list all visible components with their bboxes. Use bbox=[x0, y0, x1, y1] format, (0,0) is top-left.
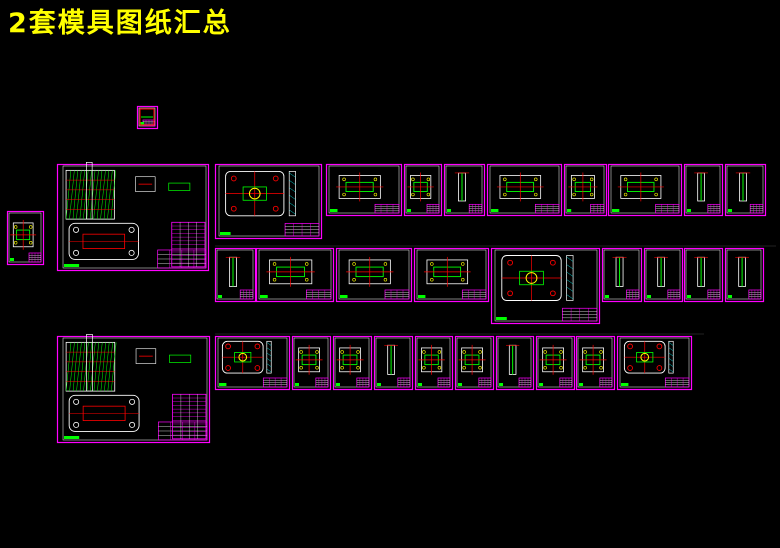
drawing-sheet[interactable] bbox=[214, 335, 291, 391]
drawing-sheet[interactable] bbox=[214, 163, 323, 240]
page-title: 2套模具图纸汇总 bbox=[8, 8, 232, 39]
drawing-sheet[interactable] bbox=[332, 335, 373, 391]
drawing-sheet[interactable] bbox=[616, 335, 693, 391]
drawing-sheet[interactable] bbox=[443, 163, 486, 217]
drawing-sheet[interactable] bbox=[601, 247, 643, 303]
drawing-sheet[interactable] bbox=[563, 163, 608, 217]
drawing-sheet[interactable] bbox=[490, 247, 601, 325]
drawing-sheet[interactable] bbox=[56, 162, 210, 272]
drawing-sheet[interactable] bbox=[683, 247, 724, 303]
drawing-sheet[interactable] bbox=[724, 247, 765, 303]
drawing-sheet[interactable] bbox=[325, 163, 403, 217]
drawing-sheet[interactable] bbox=[724, 163, 767, 217]
drawing-sheet[interactable] bbox=[373, 335, 414, 391]
drawing-sheet[interactable] bbox=[6, 210, 45, 266]
drawing-sheet[interactable] bbox=[214, 247, 257, 303]
drawing-sheet[interactable] bbox=[454, 335, 495, 391]
drawing-sheet[interactable] bbox=[255, 247, 335, 303]
drawing-sheet[interactable] bbox=[575, 335, 616, 391]
drawing-sheet[interactable] bbox=[414, 335, 454, 391]
drawing-sheet[interactable] bbox=[403, 163, 443, 217]
drawing-sheet[interactable] bbox=[643, 247, 684, 303]
drawing-sheet[interactable] bbox=[413, 247, 490, 303]
drawing-sheet[interactable] bbox=[291, 335, 332, 391]
drawing-sheet[interactable] bbox=[56, 334, 211, 444]
drawing-sheet[interactable] bbox=[136, 105, 159, 130]
drawing-sheet[interactable] bbox=[486, 163, 563, 217]
drawing-sheet[interactable] bbox=[495, 335, 535, 391]
drawing-sheet[interactable] bbox=[335, 247, 413, 303]
drawing-sheet[interactable] bbox=[535, 335, 576, 391]
drawing-sheet[interactable] bbox=[683, 163, 724, 217]
drawing-sheet[interactable] bbox=[607, 163, 683, 217]
